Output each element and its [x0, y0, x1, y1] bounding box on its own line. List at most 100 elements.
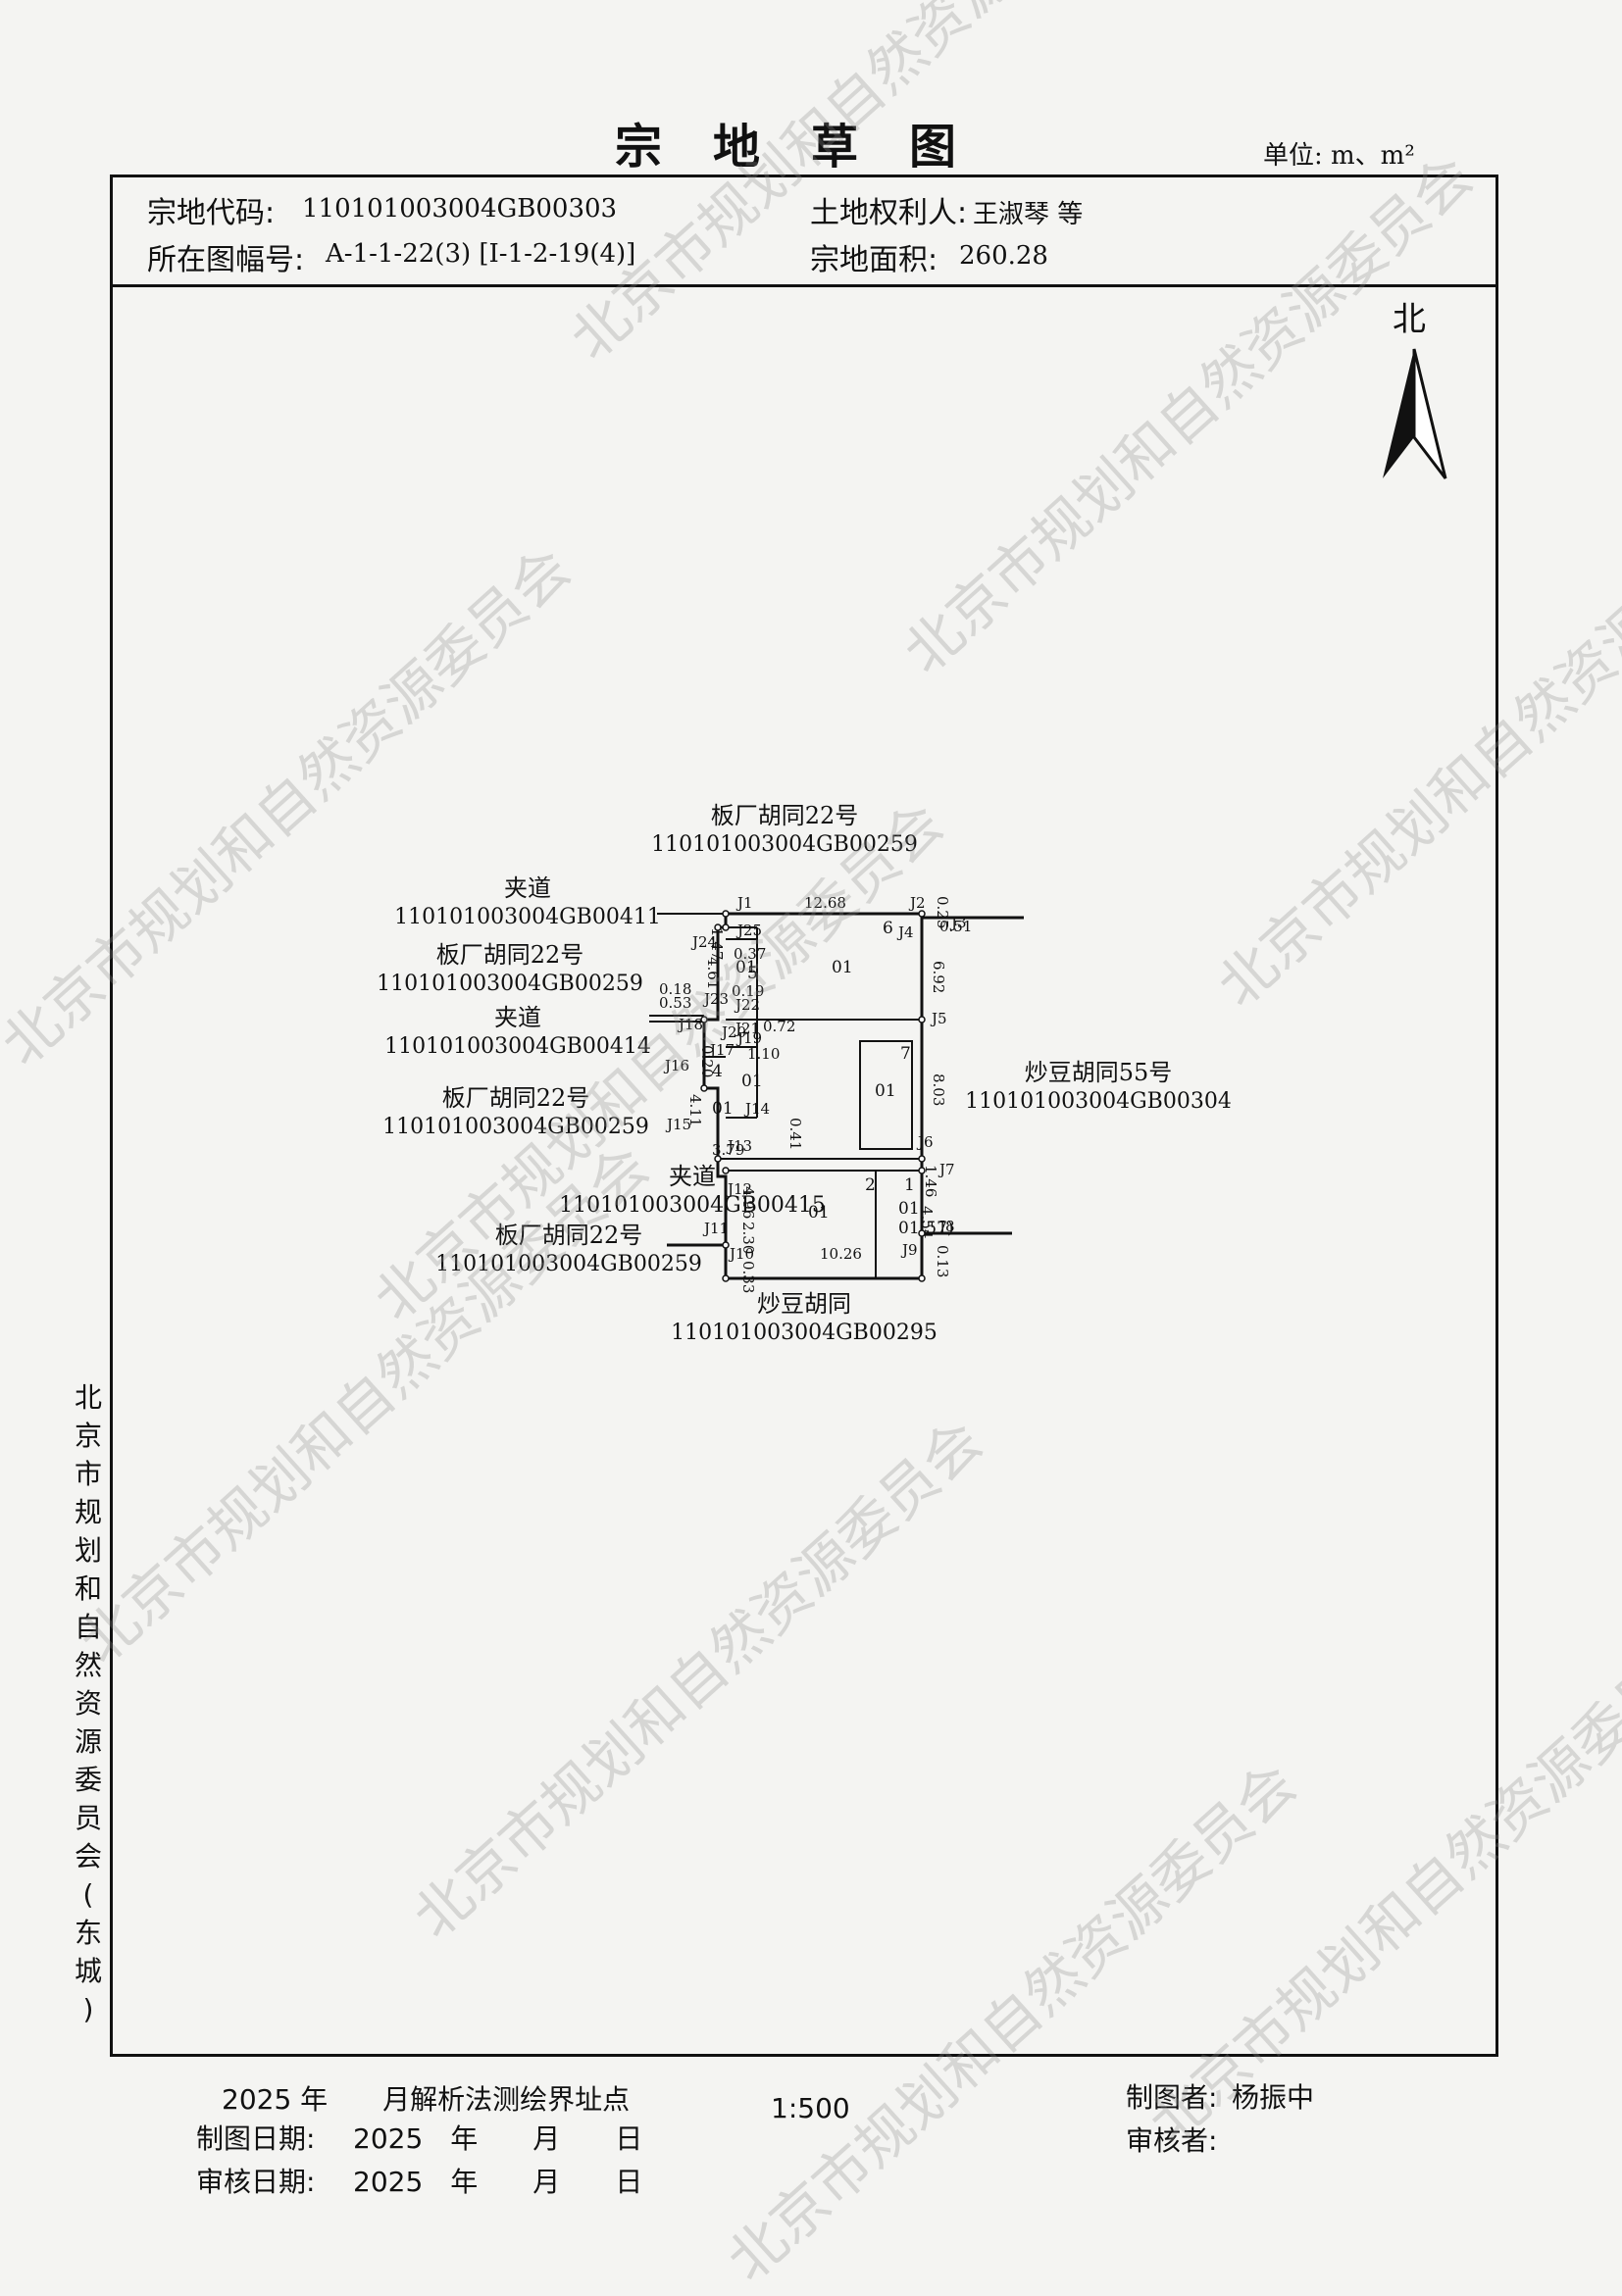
area-label: 宗地面积:: [810, 243, 938, 277]
draw-date: 2025 年 月 日: [353, 2122, 643, 2155]
north-label: 北: [1393, 300, 1426, 339]
owner-label: 土地权利人:: [810, 196, 968, 230]
neighbor-code: 110101003004GB00411: [394, 905, 661, 929]
boundary-point-label: J16: [663, 1057, 689, 1074]
neighbor-name: 夹道: [669, 1163, 716, 1190]
neighbor-name: 板厂胡同22号: [711, 802, 859, 829]
side-char: 东: [74, 1917, 102, 1949]
side-char: 自: [74, 1611, 102, 1643]
boundary-point-dot: [722, 923, 730, 931]
drafter-label: 制图者:: [1126, 2081, 1218, 2114]
boundary-point-label: J4: [896, 923, 914, 941]
edge-length-label: 4.61: [704, 957, 722, 989]
boundary-point-label: J24: [690, 933, 717, 951]
boundary-point-label: J22: [734, 996, 760, 1014]
building-label: 01: [898, 1199, 920, 1219]
boundary-point-label: J2: [908, 894, 926, 912]
header-divider: [110, 284, 1498, 287]
building-label: 01: [808, 1203, 830, 1223]
boundary-point-label: J11: [702, 1220, 729, 1237]
side-char: 规: [74, 1496, 102, 1528]
map-sheet: A-1-1-22(3) [I-1-2-19(4)]: [326, 239, 636, 269]
neighbor-code: 110101003004GB00259: [377, 972, 643, 996]
building-label: 01: [832, 958, 853, 977]
boundary-point-label: J9: [900, 1241, 918, 1259]
neighbor-code: 110101003004GB00259: [435, 1252, 702, 1276]
boundary-point-dot: [722, 910, 730, 918]
boundary-point-dot: [714, 1155, 722, 1163]
neighbor-code: 110101003004GB00259: [651, 832, 918, 857]
boundary-point-dot: [918, 910, 926, 918]
edge-length-label: 1.47: [708, 927, 726, 960]
building-label: 01: [735, 958, 757, 977]
boundary-point-dot: [918, 1155, 926, 1163]
side-char: 和: [74, 1572, 102, 1605]
boundary-point-label: J13: [726, 1137, 752, 1155]
page-title: 宗地草图: [614, 120, 1007, 175]
edge-length-label: 0.53: [659, 994, 691, 1012]
edge-length-label: 0.37: [734, 945, 766, 963]
neighbor-name: 板厂胡同22号: [442, 1084, 590, 1112]
boundary-point-dot: [722, 1241, 730, 1249]
neighbor-name: 夹道: [494, 1004, 541, 1031]
edge-length-label: 10.26: [820, 1245, 862, 1263]
floor-mark: 2: [865, 1175, 876, 1195]
boundary-point-label: J8: [938, 1218, 955, 1235]
drawing-frame: [110, 175, 1498, 2057]
edge-length-label: 0.72: [763, 1018, 795, 1035]
edge-length-label: 1.10: [747, 1045, 780, 1063]
scale: 1:500: [771, 2092, 850, 2124]
north-arrow-icon: [1383, 348, 1447, 479]
edge-length-label: 4.96: [739, 1186, 757, 1219]
boundary-point-dot: [714, 923, 722, 931]
neighbor-name: 炒豆胡同55号: [1025, 1059, 1173, 1086]
boundary-point-dot: [700, 1016, 708, 1023]
side-char: 划: [74, 1534, 102, 1567]
neighbor-code: 110101003004GB00414: [384, 1034, 651, 1059]
parcel-code: 110101003004GB00303: [302, 194, 618, 224]
boundary-point-label: J3: [949, 914, 967, 931]
boundary-point-dot: [918, 1016, 926, 1023]
drafter: 杨振中: [1232, 2081, 1315, 2114]
floor-mark: 5: [747, 964, 758, 983]
side-char: ): [82, 1993, 94, 2025]
building-label: 01: [875, 1081, 896, 1101]
boundary-point-dot: [918, 1229, 926, 1237]
unit-label: 单位: m、m²: [1263, 141, 1415, 171]
edge-length-label: 0.19: [732, 982, 764, 1000]
edge-length-label: 8.03: [930, 1073, 947, 1106]
map-sheet-label: 所在图幅号:: [147, 243, 305, 277]
edge-length-label: 12.68: [804, 894, 846, 912]
edge-length-label: 0.41: [786, 1118, 804, 1150]
side-char: 员: [74, 1802, 102, 1834]
edge-length-label: 1.46: [922, 1165, 939, 1197]
building-label: 01(57): [898, 1219, 954, 1238]
boundary-point-label: J23: [702, 990, 729, 1008]
edge-length-label: 6.92: [930, 961, 947, 993]
edge-length-label: 0.13: [934, 1245, 951, 1277]
boundary-point-label: J21: [734, 1020, 760, 1037]
draw-date-label: 制图日期:: [196, 2122, 316, 2155]
side-char: 城: [74, 1955, 102, 1987]
checker-label: 审核者:: [1126, 2124, 1218, 2157]
boundary-point-label: J18: [677, 1016, 703, 1033]
neighbor-name: 板厂胡同22号: [436, 941, 584, 969]
boundary-point-label: J6: [916, 1133, 934, 1151]
neighbor-name: 夹道: [504, 874, 551, 902]
boundary-point-label: J19: [735, 1029, 762, 1047]
edge-length-label: 2.30: [739, 1222, 757, 1254]
survey-note: 2025 年 月解析法测绘界址点: [222, 2083, 631, 2116]
side-char: 资: [74, 1687, 102, 1720]
building-label: 01: [741, 1072, 763, 1091]
edge-length-label: 3.79: [712, 1141, 744, 1159]
boundary-point-label: J12: [726, 1180, 752, 1198]
boundary-point-dot: [722, 1274, 730, 1282]
building-label: 01: [712, 1099, 734, 1119]
parcel-sketch: 板厂胡同22号 110101003004GB00259 夹道 110101003004…: [377, 802, 1232, 1343]
neighbor-code: 110101003004GB00295: [671, 1321, 938, 1343]
boundary-point-label: J15: [665, 1116, 691, 1133]
side-char: (: [82, 1878, 94, 1911]
boundary-point-label: J10: [728, 1245, 754, 1263]
edge-length-label: 0.33: [739, 1261, 757, 1293]
boundary-point-label: J14: [743, 1100, 770, 1118]
